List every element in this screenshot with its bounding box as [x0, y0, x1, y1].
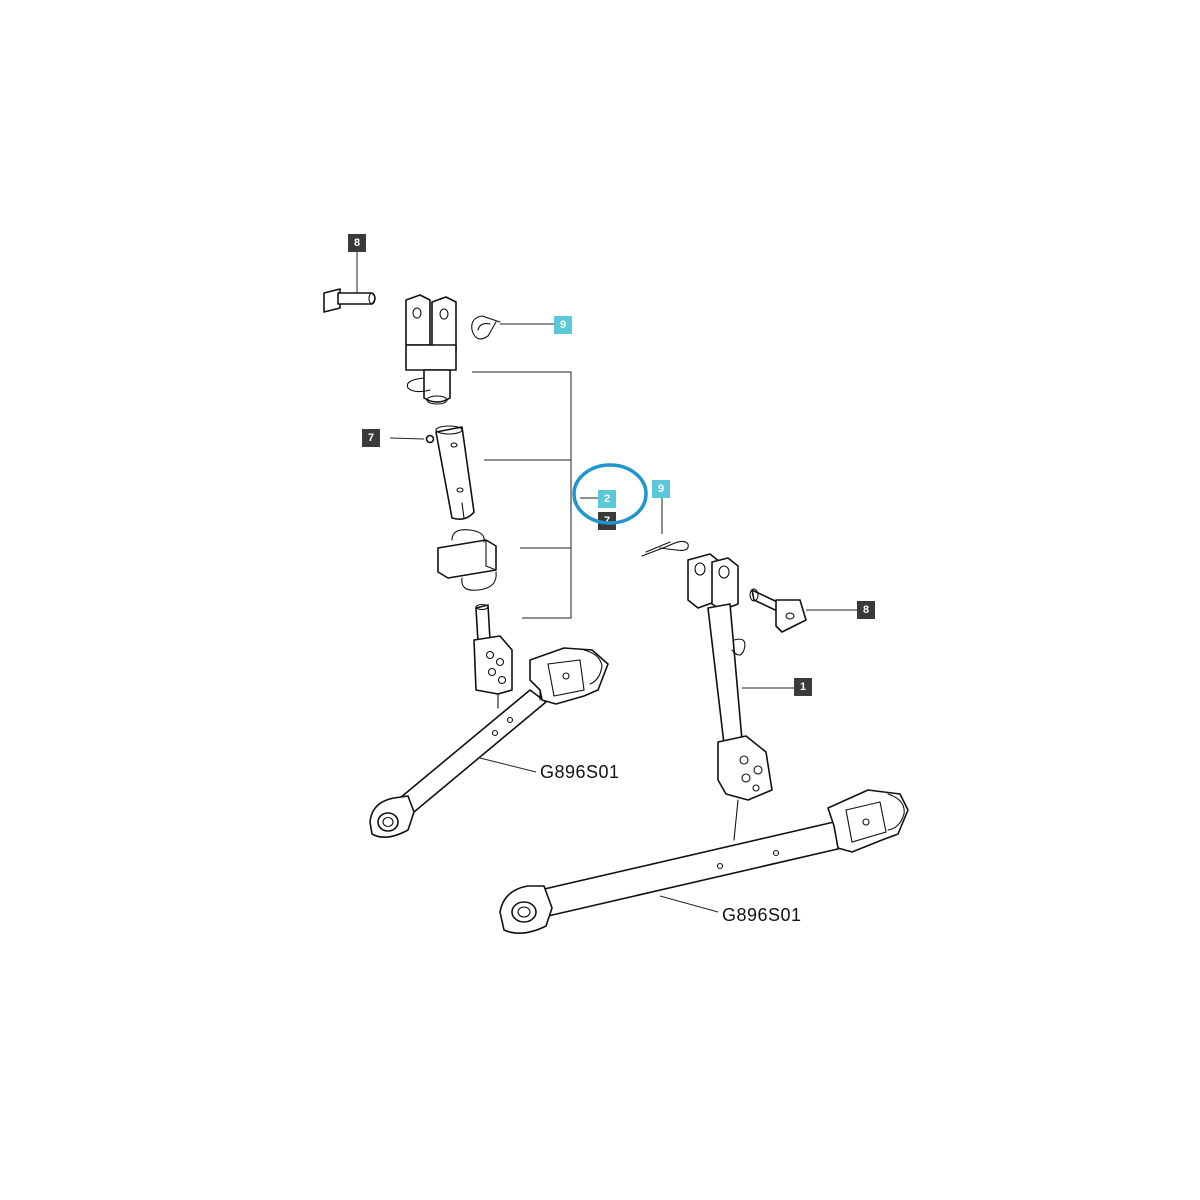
sleeve-clamp	[437, 529, 497, 591]
assembly-bracket	[472, 371, 572, 619]
callout-2-center: 2	[598, 490, 616, 508]
leader-lines	[356, 252, 857, 913]
screw-tube	[435, 425, 475, 520]
callout-9-top: 9	[554, 316, 572, 334]
callout-7-center-text: 7	[604, 515, 610, 527]
grease-nipple-part-7-left	[425, 434, 435, 444]
callout-7-left: 7	[362, 429, 380, 447]
callout-8-right: 8	[857, 601, 875, 619]
callout-8-top-text: 8	[354, 237, 360, 249]
ref-label-right: G896S01	[722, 905, 802, 925]
callout-1-right-text: 1	[800, 681, 806, 693]
top-clevis	[405, 294, 457, 405]
callout-9-right-text: 9	[658, 483, 664, 495]
ref-label-left: G896S01	[540, 762, 620, 782]
lower-link-arm-left	[369, 647, 609, 838]
callout-8-top: 8	[348, 234, 366, 252]
lower-lift-rod-end	[473, 603, 513, 709]
callout-2-center-text: 2	[604, 493, 610, 505]
lift-rod-part-1	[687, 553, 773, 841]
lower-link-arm-right	[499, 789, 909, 934]
highlight-ring	[572, 463, 648, 525]
pin-part-8-right	[749, 588, 807, 633]
callout-8-right-text: 8	[863, 604, 869, 616]
callout-7-center: 7	[598, 512, 616, 530]
pin-part-8-left	[323, 288, 376, 313]
spring-clip-part-9-right	[641, 540, 689, 557]
spring-clip-part-9-left	[471, 315, 501, 340]
callout-9-top-text: 9	[560, 319, 566, 331]
callout-9-right: 9	[652, 480, 670, 498]
callout-1-right: 1	[794, 678, 812, 696]
callout-7-left-text: 7	[368, 432, 374, 444]
